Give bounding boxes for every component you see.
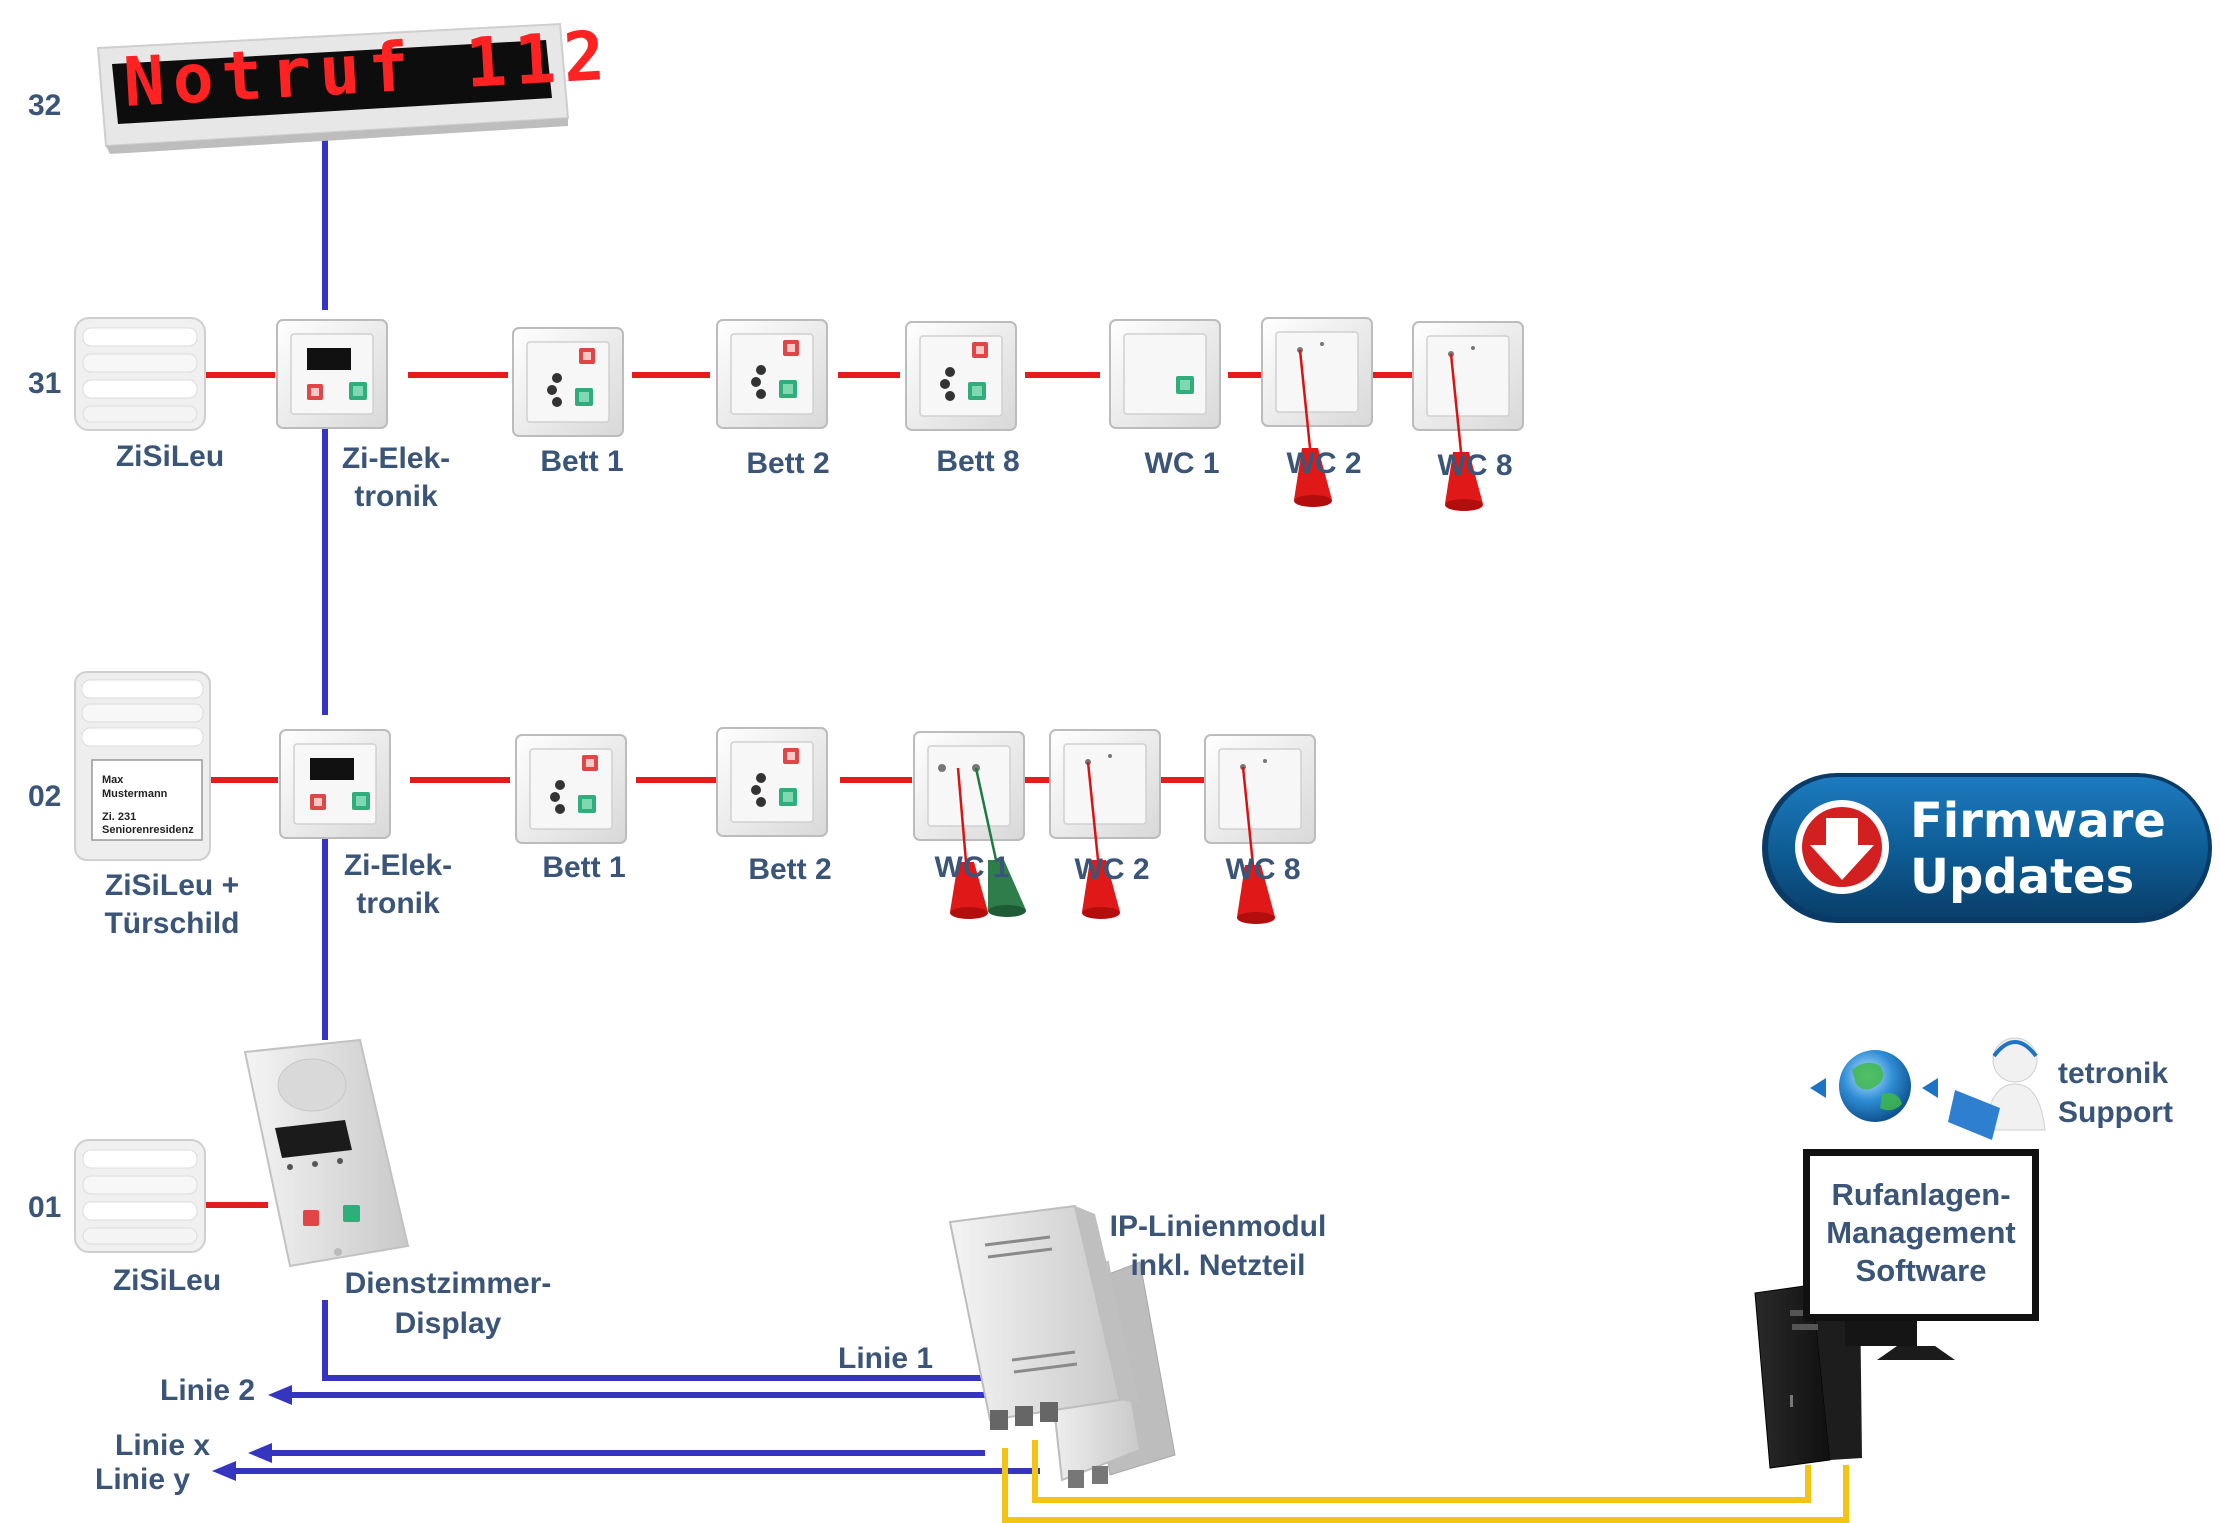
support-agent-icon bbox=[1948, 1037, 2046, 1140]
arrow-left-icon bbox=[1922, 1078, 1938, 1098]
dienstzimmer-display-device bbox=[243, 1038, 410, 1268]
firmware-line-1: Firmware bbox=[1910, 793, 2166, 849]
firmware-updates-badge[interactable]: Firmware Updates bbox=[1762, 773, 2212, 923]
wc-pull-cord-device bbox=[1050, 730, 1160, 919]
label-linie-1: Linie 1 bbox=[838, 1342, 933, 1375]
label-zi-elektronik-31-b: tronik bbox=[354, 480, 438, 513]
label-wc2-31: WC 2 bbox=[1287, 447, 1362, 480]
row-number-31: 31 bbox=[28, 367, 61, 400]
label-zisileu-01: ZiSiLeu bbox=[113, 1264, 221, 1297]
zisileu-device bbox=[74, 317, 206, 431]
label-linie-x: Linie x bbox=[115, 1429, 210, 1462]
label-module-a: IP-Linienmodul bbox=[1110, 1210, 1327, 1243]
label-bett2-02: Bett 2 bbox=[748, 853, 831, 886]
bed-call-device bbox=[516, 735, 626, 843]
label-wc8-31: WC 8 bbox=[1438, 449, 1513, 482]
doorsign-line-4: Seniorenresidenz bbox=[102, 824, 194, 836]
monitor-line-1: Rufanlagen- bbox=[1831, 1177, 2010, 1212]
label-support-b: Support bbox=[2058, 1096, 2173, 1129]
arrow-left-icon bbox=[1810, 1078, 1826, 1098]
doorsign-line-1: Max bbox=[102, 774, 124, 786]
support-graphic bbox=[1810, 1037, 2046, 1140]
wc-dual-pull-cord-device bbox=[913, 731, 1026, 919]
label-dienstzimmer-b: Display bbox=[395, 1307, 502, 1340]
label-zi-elektronik-02-a: Zi-Elek- bbox=[344, 849, 452, 882]
management-pc: Rufanlagen- Management Software bbox=[1754, 1149, 2039, 1469]
label-zi-elektronik-02-b: tronik bbox=[356, 887, 440, 920]
label-zi-elektronik-31-a: Zi-Elek- bbox=[342, 442, 450, 475]
zisileu-device bbox=[74, 1139, 206, 1253]
bed-call-device bbox=[513, 328, 623, 436]
wc-pull-cord-device bbox=[1413, 322, 1523, 511]
bed-call-device bbox=[717, 728, 827, 836]
label-zisileu-31: ZiSiLeu bbox=[116, 440, 224, 473]
label-bett2-31: Bett 2 bbox=[746, 447, 829, 480]
monitor-line-2: Management bbox=[1826, 1215, 2015, 1250]
row-31-devices bbox=[74, 317, 1523, 511]
bed-call-device bbox=[717, 320, 827, 428]
ip-line-module bbox=[948, 1204, 1176, 1488]
label-linie-y: Linie y bbox=[95, 1463, 190, 1496]
label-zisileu-02-b: Türschild bbox=[104, 907, 239, 940]
row-number-01: 01 bbox=[28, 1191, 61, 1224]
firmware-line-2: Updates bbox=[1910, 849, 2134, 905]
doorsign-line-2: Mustermann bbox=[102, 788, 168, 800]
doorsign-line-3: Zi. 231 bbox=[102, 811, 136, 823]
label-zisileu-02-a: ZiSiLeu + bbox=[105, 869, 239, 902]
label-bett8-31: Bett 8 bbox=[936, 445, 1019, 478]
led-display: Notruf 112 bbox=[96, 17, 615, 154]
bed-call-device bbox=[906, 322, 1016, 430]
zi-elektronik-device bbox=[277, 320, 387, 428]
label-wc2-02: WC 2 bbox=[1075, 853, 1150, 886]
label-wc1-02: WC 1 bbox=[935, 851, 1010, 884]
row-number-32: 32 bbox=[28, 89, 61, 122]
wc-pull-cord-device bbox=[1205, 735, 1315, 924]
zisileu-doorsign-device: Max Mustermann Zi. 231 Seniorenresidenz bbox=[74, 671, 211, 861]
wc-call-device bbox=[1110, 320, 1220, 428]
row-02-devices: Max Mustermann Zi. 231 Seniorenresidenz bbox=[74, 671, 1315, 924]
zi-elektronik-device bbox=[280, 730, 390, 838]
download-arrow-icon bbox=[1810, 818, 1874, 880]
label-bett1-31: Bett 1 bbox=[540, 445, 623, 478]
label-bett1-02: Bett 1 bbox=[542, 851, 625, 884]
row-01-devices bbox=[74, 1038, 410, 1268]
label-dienstzimmer-a: Dienstzimmer- bbox=[345, 1267, 552, 1300]
label-support-a: tetronik bbox=[2058, 1057, 2168, 1090]
monitor-line-3: Software bbox=[1856, 1253, 1987, 1288]
bus-lines bbox=[205, 140, 1849, 1523]
label-linie-2: Linie 2 bbox=[160, 1374, 255, 1407]
label-wc1-31: WC 1 bbox=[1145, 447, 1220, 480]
row-number-02: 02 bbox=[28, 780, 61, 813]
label-module-b: inkl. Netzteil bbox=[1130, 1249, 1305, 1282]
label-wc8-02: WC 8 bbox=[1226, 853, 1301, 886]
